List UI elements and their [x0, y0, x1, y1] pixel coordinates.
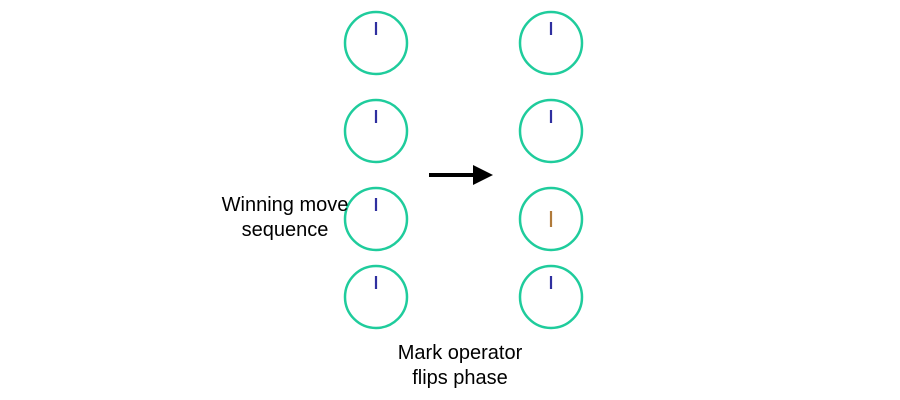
dial-circle: [518, 264, 584, 330]
phase-dial: [518, 10, 584, 76]
phase-dial: [518, 186, 584, 252]
mark-operator-label-line-1: Mark operator: [397, 342, 523, 364]
phase-dial: [343, 186, 409, 252]
phase-dial: [518, 264, 584, 330]
winning-move-label: Winning move sequence: [180, 193, 390, 243]
dial-column-before: [343, 10, 409, 330]
winning-move-label-line-2: sequence: [241, 219, 329, 241]
phase-dial: [518, 98, 584, 164]
transform-arrow: [429, 165, 493, 185]
dial-circle: [343, 10, 409, 76]
dial-column-after: [518, 10, 584, 330]
dial-circle: [518, 10, 584, 76]
dial-circle: [343, 264, 409, 330]
phase-dial: [343, 264, 409, 330]
mark-operator-label: Mark operator flips phase: [355, 341, 565, 391]
dial-circle: [518, 98, 584, 164]
dial-circle: [343, 186, 409, 252]
arrow-head: [473, 165, 493, 185]
winning-move-label-line-1: Winning move: [221, 194, 349, 216]
mark-operator-label-line-2: flips phase: [412, 367, 508, 389]
phase-dial: [343, 98, 409, 164]
dial-circle: [343, 98, 409, 164]
phase-dial: [343, 10, 409, 76]
dial-circle: [518, 186, 584, 252]
